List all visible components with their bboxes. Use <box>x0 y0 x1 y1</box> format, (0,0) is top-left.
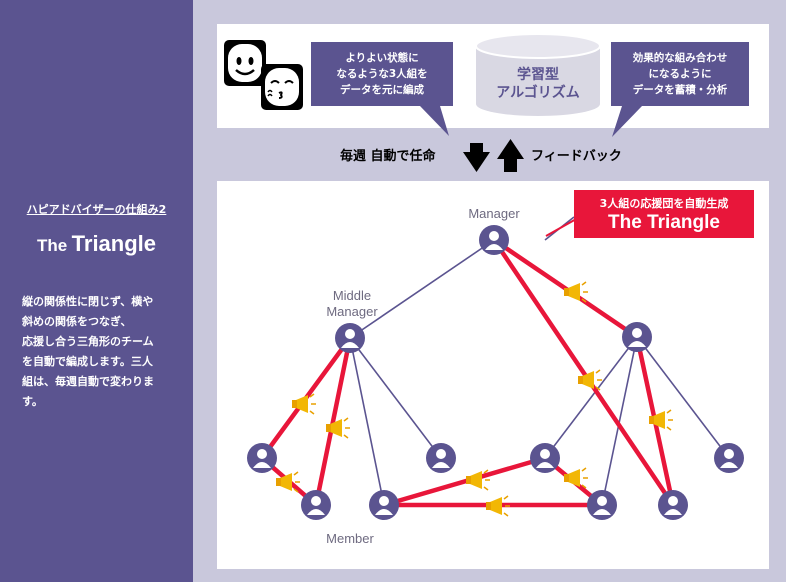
callout-line1: 3人組の応援団を自動生成 <box>599 197 729 210</box>
left-speech-bubble: よりよい状態に なるような3人組を データを元に編成 <box>311 42 453 106</box>
sidebar-description-line: す。 <box>22 395 43 408</box>
middle-manager-node-icon <box>335 323 365 353</box>
megaphone-icon <box>292 393 316 415</box>
megaphone-icon <box>564 281 588 303</box>
member-node-icon <box>301 490 331 520</box>
right-bubble-line: データを蓄積・分析 <box>632 84 728 96</box>
right-speech-bubble: 効果的な組み合わせ になるように データを蓄積・分析 <box>611 42 749 106</box>
middle-manager-label: Middle Manager <box>326 288 378 319</box>
sidebar-description-line: 応援し合う三角形のチーム <box>22 335 154 348</box>
sidebar-title-large: Triangle <box>71 231 157 256</box>
algorithm-label-line: アルゴリズム <box>496 85 580 101</box>
member-node-icon <box>369 490 399 520</box>
member-node-icon <box>530 443 560 473</box>
kissing-face-icon <box>261 64 303 110</box>
sidebar-title: The Triangle <box>0 231 193 257</box>
manager-node-icon <box>479 225 509 255</box>
megaphone-icon <box>486 495 510 517</box>
megaphone-icon <box>578 369 602 391</box>
algorithm-label: 学習型 アルゴリズム <box>476 66 600 102</box>
sidebar-description-line: 斜めの関係をつなぎ、 <box>22 315 132 328</box>
smiling-face-icon <box>224 40 266 86</box>
left-bubble-line: データを元に編成 <box>340 84 424 96</box>
triangle-callout: 3人組の応援団を自動生成 The Triangle <box>574 190 754 238</box>
right-bubble-line: になるように <box>648 68 712 80</box>
up-arrow-icon <box>497 139 524 172</box>
triangle-connections <box>259 237 676 508</box>
right-bubble-tail <box>612 106 642 137</box>
sidebar-description-line: 縦の関係性に閉じず、横や <box>22 295 154 308</box>
member-node-icon <box>247 443 277 473</box>
weekly-assign-label: 毎週 自動で任命 <box>340 149 436 164</box>
algorithm-label-line: 学習型 <box>517 67 559 83</box>
sidebar-description: 縦の関係性に閉じず、横や 斜めの関係をつなぎ、 応援し合う三角形のチーム を自動… <box>22 292 184 412</box>
database-cylinder-icon <box>475 33 601 116</box>
member-node-icon <box>587 490 617 520</box>
down-arrow-icon <box>463 143 490 172</box>
megaphone-icon <box>326 417 350 439</box>
sidebar-description-line: を自動で編成します。三人 <box>22 355 153 368</box>
megaphone-icon <box>276 471 300 493</box>
sidebar-title-small: The <box>36 236 68 255</box>
left-bubble-line: なるような3人組を <box>336 68 428 80</box>
right-bubble-line: 効果的な組み合わせ <box>632 52 728 64</box>
sidebar-subtitle: ハピアドバイザーの仕組み2 <box>26 203 167 216</box>
left-bubble-line: よりよい状態に <box>345 52 419 64</box>
manager-label: Manager <box>468 206 520 221</box>
member-node-icon <box>658 490 688 520</box>
megaphone-icons <box>276 281 673 517</box>
callout-line2: The Triangle <box>608 212 720 233</box>
left-bubble-tail <box>420 106 449 136</box>
megaphone-icon <box>466 469 490 491</box>
callout-pointer <box>545 217 579 237</box>
member-node-icon <box>714 443 744 473</box>
member-label: Member <box>326 531 374 546</box>
sidebar-description-line: 組は、毎週自動で変わりま <box>22 375 154 388</box>
megaphone-icon <box>649 409 673 431</box>
megaphone-icon <box>564 467 588 489</box>
middle-manager-node-icon <box>622 322 652 352</box>
feedback-label: フィードバック <box>531 149 622 164</box>
sidebar: ハピアドバイザーの仕組み2 The Triangle 縦の関係性に閉じず、横や … <box>0 0 193 582</box>
member-node-icon <box>426 443 456 473</box>
